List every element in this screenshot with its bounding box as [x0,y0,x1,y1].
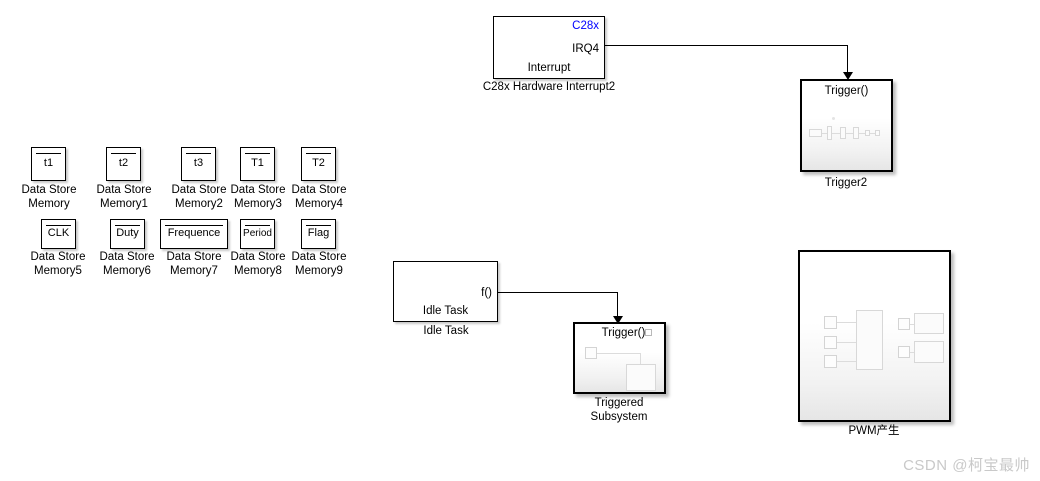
interrupt-irq4-port-label: IRQ4 [572,43,599,55]
dsm-top-rule [186,153,211,154]
interrupt-body-label: Interrupt [527,62,571,74]
dsm-name-label: t2 [118,157,129,170]
block-idle-task[interactable]: f() Idle Task [393,261,498,322]
caption-data-store-memory-4: Data Store Memory4 [291,184,347,210]
triggered-subsystem-header-label: Trigger() [601,327,646,339]
caption-data-store-memory-7: Data Store Memory7 [166,251,222,277]
dsm-name-label: t3 [193,157,204,170]
block-data-store-memory-9[interactable]: Flag [301,219,336,249]
dsm-top-rule [115,225,140,226]
dsm-name-label: CLK [47,227,70,240]
block-trigger2[interactable]: Trigger() [800,79,893,172]
caption-data-store-memory-5: Data Store Memory5 [30,251,86,277]
dsm-top-rule [165,225,223,226]
trigger2-header-label: Trigger() [824,85,869,97]
caption-c28x-hardware-interrupt2: C28x Hardware Interrupt2 [482,81,616,93]
triggered-subsystem-internal-preview [579,344,664,392]
caption-idle-task: Idle Task [423,325,469,337]
trigger2-internal-preview [804,111,891,156]
signal-irq4-arrowhead [843,72,853,80]
csdn-watermark: CSDN @柯宝最帅 [903,457,1030,474]
block-data-store-memory-8[interactable]: Period [240,219,275,249]
dsm-top-rule [245,225,270,226]
caption-data-store-memory-0: Data Store Memory [21,184,77,210]
caption-data-store-memory-8: Data Store Memory8 [230,251,286,277]
signal-idletask-horizontal [498,292,618,293]
block-data-store-memory-2[interactable]: t3 [181,147,216,181]
caption-triggered-subsystem: Triggered Subsystem [590,397,648,423]
dsm-top-rule [306,153,331,154]
triggered-subsystem-trigger-port [645,329,652,336]
signal-irq4-vertical [847,45,848,74]
dsm-name-label: T1 [251,157,264,170]
dsm-top-rule [111,153,136,154]
block-data-store-memory-6[interactable]: Duty [110,219,145,249]
dsm-name-label: T2 [312,157,325,170]
dsm-name-label: Frequence [167,227,221,240]
caption-data-store-memory-3: Data Store Memory3 [230,184,286,210]
caption-trigger2: Trigger2 [824,177,868,189]
idle-task-body-label: Idle Task [422,305,469,317]
dsm-name-label: t1 [43,157,54,170]
block-data-store-memory-7[interactable]: Frequence [160,219,228,249]
pwm-internal-preview [802,252,951,420]
dsm-top-rule [36,153,61,154]
dsm-top-rule [245,153,270,154]
block-pwm-generation[interactable] [798,250,951,422]
dsm-name-label: Period [243,228,272,240]
block-c28x-hardware-interrupt2[interactable]: C28x IRQ4 Interrupt [493,16,605,79]
dsm-top-rule [46,225,71,226]
caption-pwm-generation: PWM产生 [848,425,900,437]
interrupt-c28x-label: C28x [572,20,599,32]
caption-data-store-memory-9: Data Store Memory9 [291,251,347,277]
signal-idletask-vertical [617,292,618,318]
signal-irq4-horizontal [605,45,848,46]
block-triggered-subsystem[interactable]: Trigger() [573,322,666,394]
caption-data-store-memory-1: Data Store Memory1 [96,184,152,210]
signal-idletask-arrowhead [613,316,623,324]
block-data-store-memory-4[interactable]: T2 [301,147,336,181]
caption-data-store-memory-6: Data Store Memory6 [99,251,155,277]
block-data-store-memory-1[interactable]: t2 [106,147,141,181]
block-data-store-memory-5[interactable]: CLK [41,219,76,249]
dsm-name-label: Duty [116,227,139,240]
dsm-top-rule [306,225,331,226]
idle-task-fcn-port-label: f() [481,287,492,299]
block-data-store-memory-0[interactable]: t1 [31,147,66,181]
caption-data-store-memory-2: Data Store Memory2 [171,184,227,210]
block-data-store-memory-3[interactable]: T1 [240,147,275,181]
dsm-name-label: Flag [307,227,330,240]
